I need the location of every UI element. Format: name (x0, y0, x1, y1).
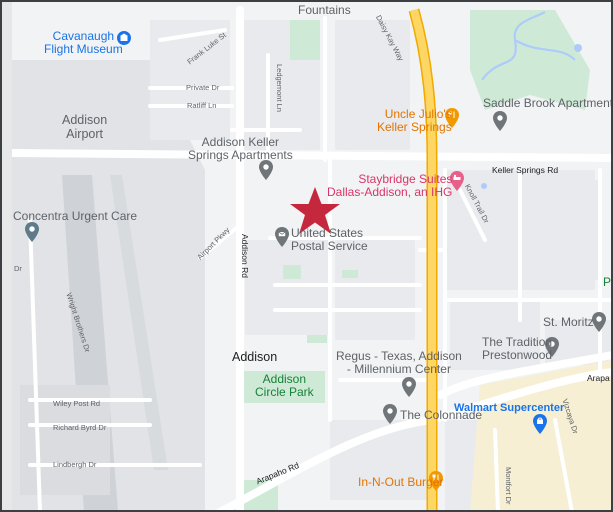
place-label-colonnade[interactable]: The Colonnade (400, 408, 483, 422)
parks (238, 10, 590, 512)
creek (481, 11, 576, 81)
street-label-lindbergh: Lindbergh Dr (53, 460, 97, 469)
street-label-dr-partial: Dr (14, 264, 22, 273)
pond (481, 183, 487, 189)
left-gutter (0, 0, 12, 512)
place-label-partial[interactable]: Pr (603, 275, 613, 289)
street-label-keller-springs: Keller Springs Rd (492, 165, 559, 175)
place-label-fountains[interactable]: Fountains (298, 3, 351, 17)
street-label-richard-byrd: Richard Byrd Dr (53, 423, 107, 432)
pond (574, 44, 582, 52)
place-label-concentra[interactable]: Concentra Urgent Care (13, 209, 138, 223)
place-label-tradition[interactable]: The Tradition Prestonwood (482, 335, 553, 363)
taxiway (110, 175, 168, 470)
place-label-staybridge[interactable]: Staybridge Suites Dallas-Addison, an IHG (327, 172, 453, 200)
city-label-addison: Addison (232, 350, 278, 364)
place-label-st-moritz[interactable]: St. Moritz (543, 315, 594, 329)
place-label-regus[interactable]: Regus - Texas, Addison - Millennium Cent… (336, 349, 462, 377)
place-label-addison-circle-park[interactable]: Addison Circle Park (255, 372, 314, 400)
street-label-private: Private Dr (186, 83, 220, 92)
star-marker-icon[interactable] (289, 186, 341, 236)
place-label-addison-keller-apartments[interactable]: Addison Keller Springs Apartments (188, 135, 293, 163)
street-label-wiley-post: Wiley Post Rd (53, 399, 101, 408)
place-label-cavanaugh[interactable]: Cavanaugh Flight Museum (44, 29, 123, 57)
place-label-in-n-out[interactable]: In-N-Out Burger (358, 475, 444, 489)
street-label-arapaho-partial: Arapa (587, 373, 610, 383)
minor-roads (28, 16, 613, 512)
place-label-walmart[interactable]: Walmart Supercenter (454, 402, 565, 414)
street-label-ratliff: Ratliff Ln (187, 101, 217, 110)
street-label-montfort: Montfort Dr (504, 467, 513, 505)
place-label-uncle-julios[interactable]: Uncle Julio's Keller Springs (377, 107, 452, 135)
street-label-ledgemont: Ledgemont Ln (275, 64, 284, 112)
place-label-addison-airport[interactable]: Addison Airport (62, 113, 108, 141)
street-label-addison-rd: Addison Rd (240, 234, 250, 278)
highway (410, 8, 436, 512)
place-label-saddle-brook[interactable]: Saddle Brook Apartments (483, 96, 613, 110)
place-label-usps[interactable]: United States Postal Service (291, 226, 368, 254)
